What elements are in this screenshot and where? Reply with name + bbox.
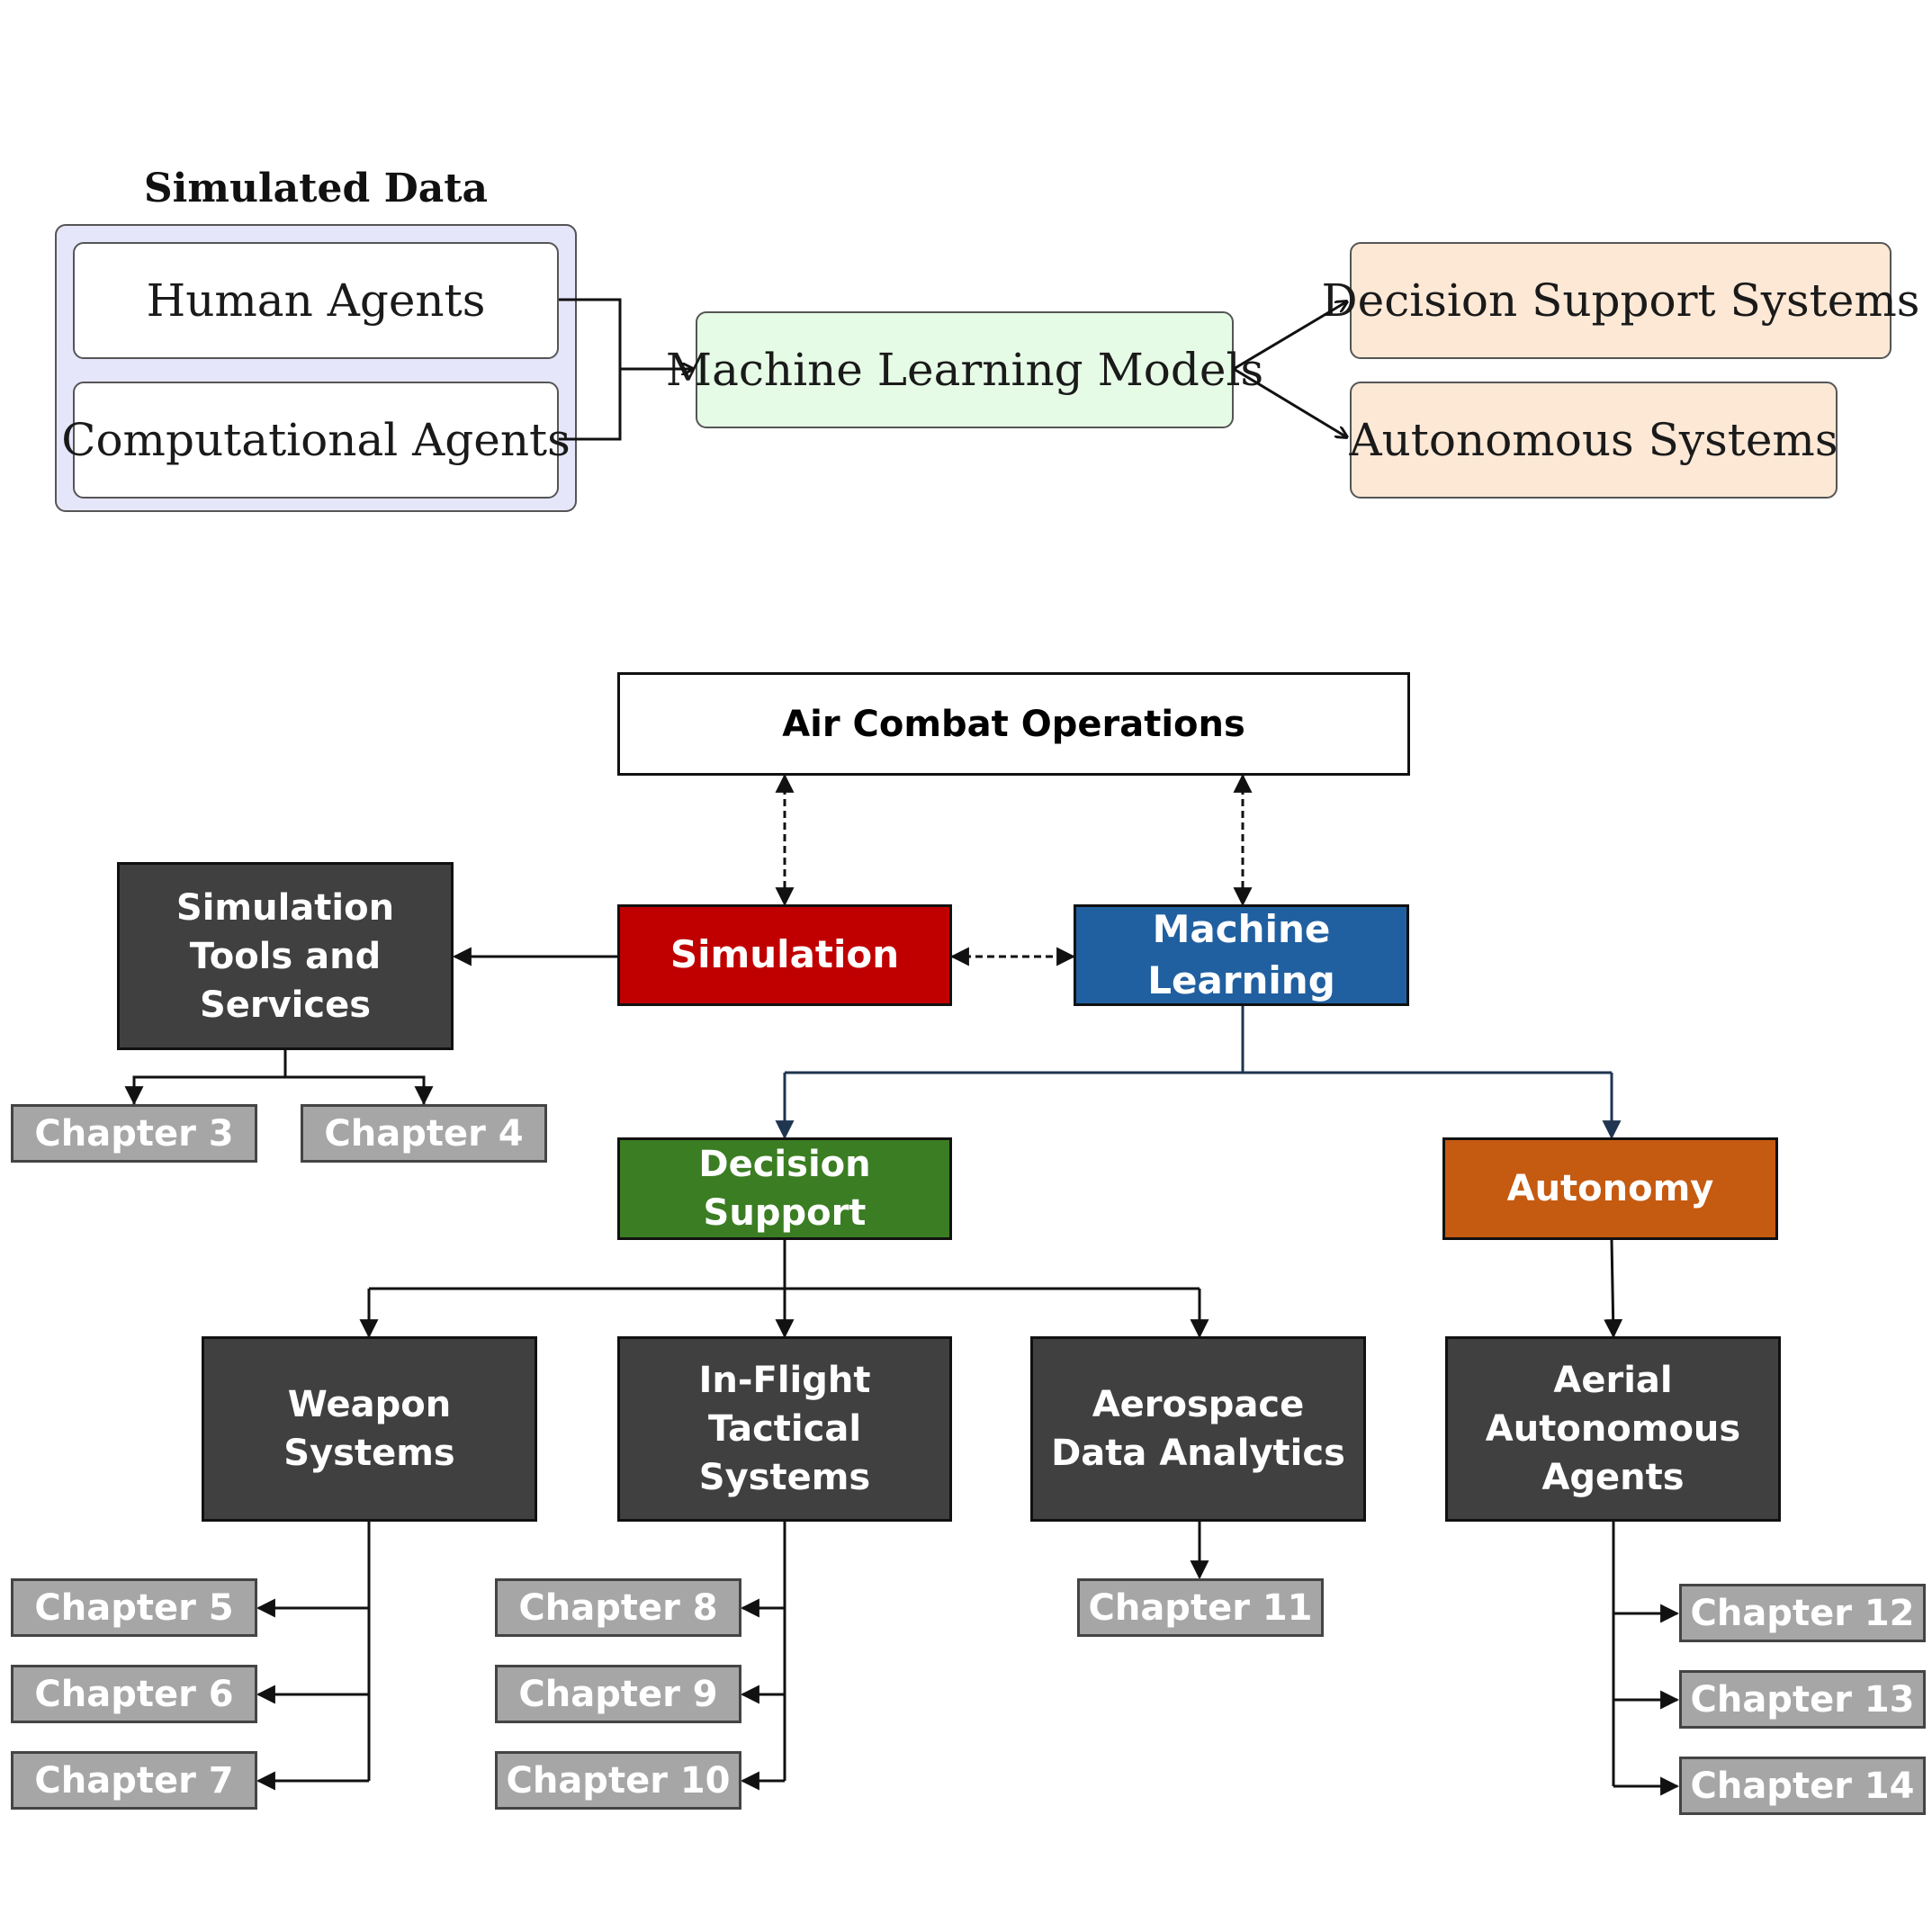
aerial-autonomous-agents-node: Aerial Autonomous Agents [1445, 1336, 1781, 1522]
chapter-3-node: Chapter 3 [11, 1104, 257, 1163]
chapter-12-node: Chapter 12 [1679, 1584, 1926, 1642]
machine-learning-node: Machine Learning [1074, 904, 1409, 1006]
simulation-node: Simulation [617, 904, 952, 1006]
chapter-4-node: Chapter 4 [301, 1104, 547, 1163]
ml-to-decision-support-arrow [1233, 301, 1347, 371]
aerospace-data-analytics-node: Aerospace Data Analytics [1030, 1336, 1366, 1522]
simulated-data-title: Simulated Data [143, 166, 489, 211]
air-combat-operations-node: Air Combat Operations [617, 672, 1410, 776]
ml-branch-connector [785, 1006, 1612, 1074]
chapter-14-node: Chapter 14 [1679, 1757, 1926, 1815]
computational-agents-connector [559, 369, 622, 441]
autonomy-node: Autonomy [1442, 1137, 1778, 1240]
human-agents-connector [559, 298, 622, 369]
weapon-systems-node: Weapon Systems [202, 1336, 537, 1522]
decision-support-node: Decision Support [617, 1137, 952, 1240]
ml-models-node: Machine Learning Models [666, 311, 1263, 428]
chapter-7-node: Chapter 7 [11, 1751, 257, 1810]
computational-agents-node: Computational Agents [61, 382, 571, 499]
autonomous-systems-node: Autonomous Systems [1350, 382, 1838, 499]
chapter-9-node: Chapter 9 [495, 1665, 741, 1723]
decision-support-systems-node: Decision Support Systems [1322, 242, 1919, 359]
chapter-6-node: Chapter 6 [11, 1665, 257, 1723]
human-agents-node: Human Agents [73, 242, 559, 359]
ml-to-autonomous-arrow [1233, 367, 1347, 437]
chapter-5-node: Chapter 5 [11, 1578, 257, 1637]
chapter-11-node: Chapter 11 [1077, 1578, 1324, 1637]
chapter-10-node: Chapter 10 [495, 1751, 741, 1810]
chapter-8-node: Chapter 8 [495, 1578, 741, 1637]
tools-to-chapters-connector [132, 1050, 426, 1104]
chapter-13-node: Chapter 13 [1679, 1670, 1926, 1729]
simulation-tools-node: Simulation Tools and Services [117, 862, 454, 1050]
decision-branch-connector [369, 1240, 1200, 1290]
autonomy-to-aerial-arrow [1604, 1239, 1623, 1339]
inflight-tactical-systems-node: In-Flight Tactical Systems [617, 1336, 952, 1522]
